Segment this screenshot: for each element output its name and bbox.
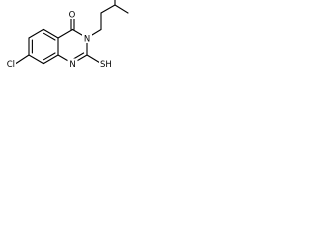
nitrogen-3-label-bg	[82, 33, 92, 43]
oxygen-label-bg	[67, 9, 77, 19]
bond-c2-s	[86, 54, 102, 65]
bond-ch2b-ch	[100, 4, 116, 14]
bond-ch-me1	[114, 4, 129, 14]
atom-labels: O N N SH Cl	[2, 9, 114, 70]
bond-c8a-c4a	[42, 54, 59, 65]
bond-c8-c8a	[28, 54, 45, 65]
nitrogen-1-label: N	[69, 60, 75, 70]
bond-c6-c7	[28, 28, 45, 39]
bond-c8a-c4a-double	[42, 52, 56, 61]
bond-c5-c6-double	[42, 32, 56, 41]
chemical-structure: O N N SH Cl	[2, 0, 129, 70]
bond-c2-n1-double	[71, 52, 85, 61]
chlorine-label: Cl	[7, 60, 15, 70]
chlorine-label-bg	[2, 58, 16, 69]
bond-c4a-c4	[57, 28, 74, 39]
oxygen-label: O	[69, 11, 76, 21]
thiol-label-bg	[99, 58, 114, 69]
bond-c5-c6	[42, 28, 59, 39]
thiol-label: SH	[100, 60, 112, 70]
nitrogen-3-label: N	[84, 35, 90, 45]
nitrogen-1-label-bg	[67, 58, 78, 69]
bond-c7-cl	[15, 54, 30, 65]
